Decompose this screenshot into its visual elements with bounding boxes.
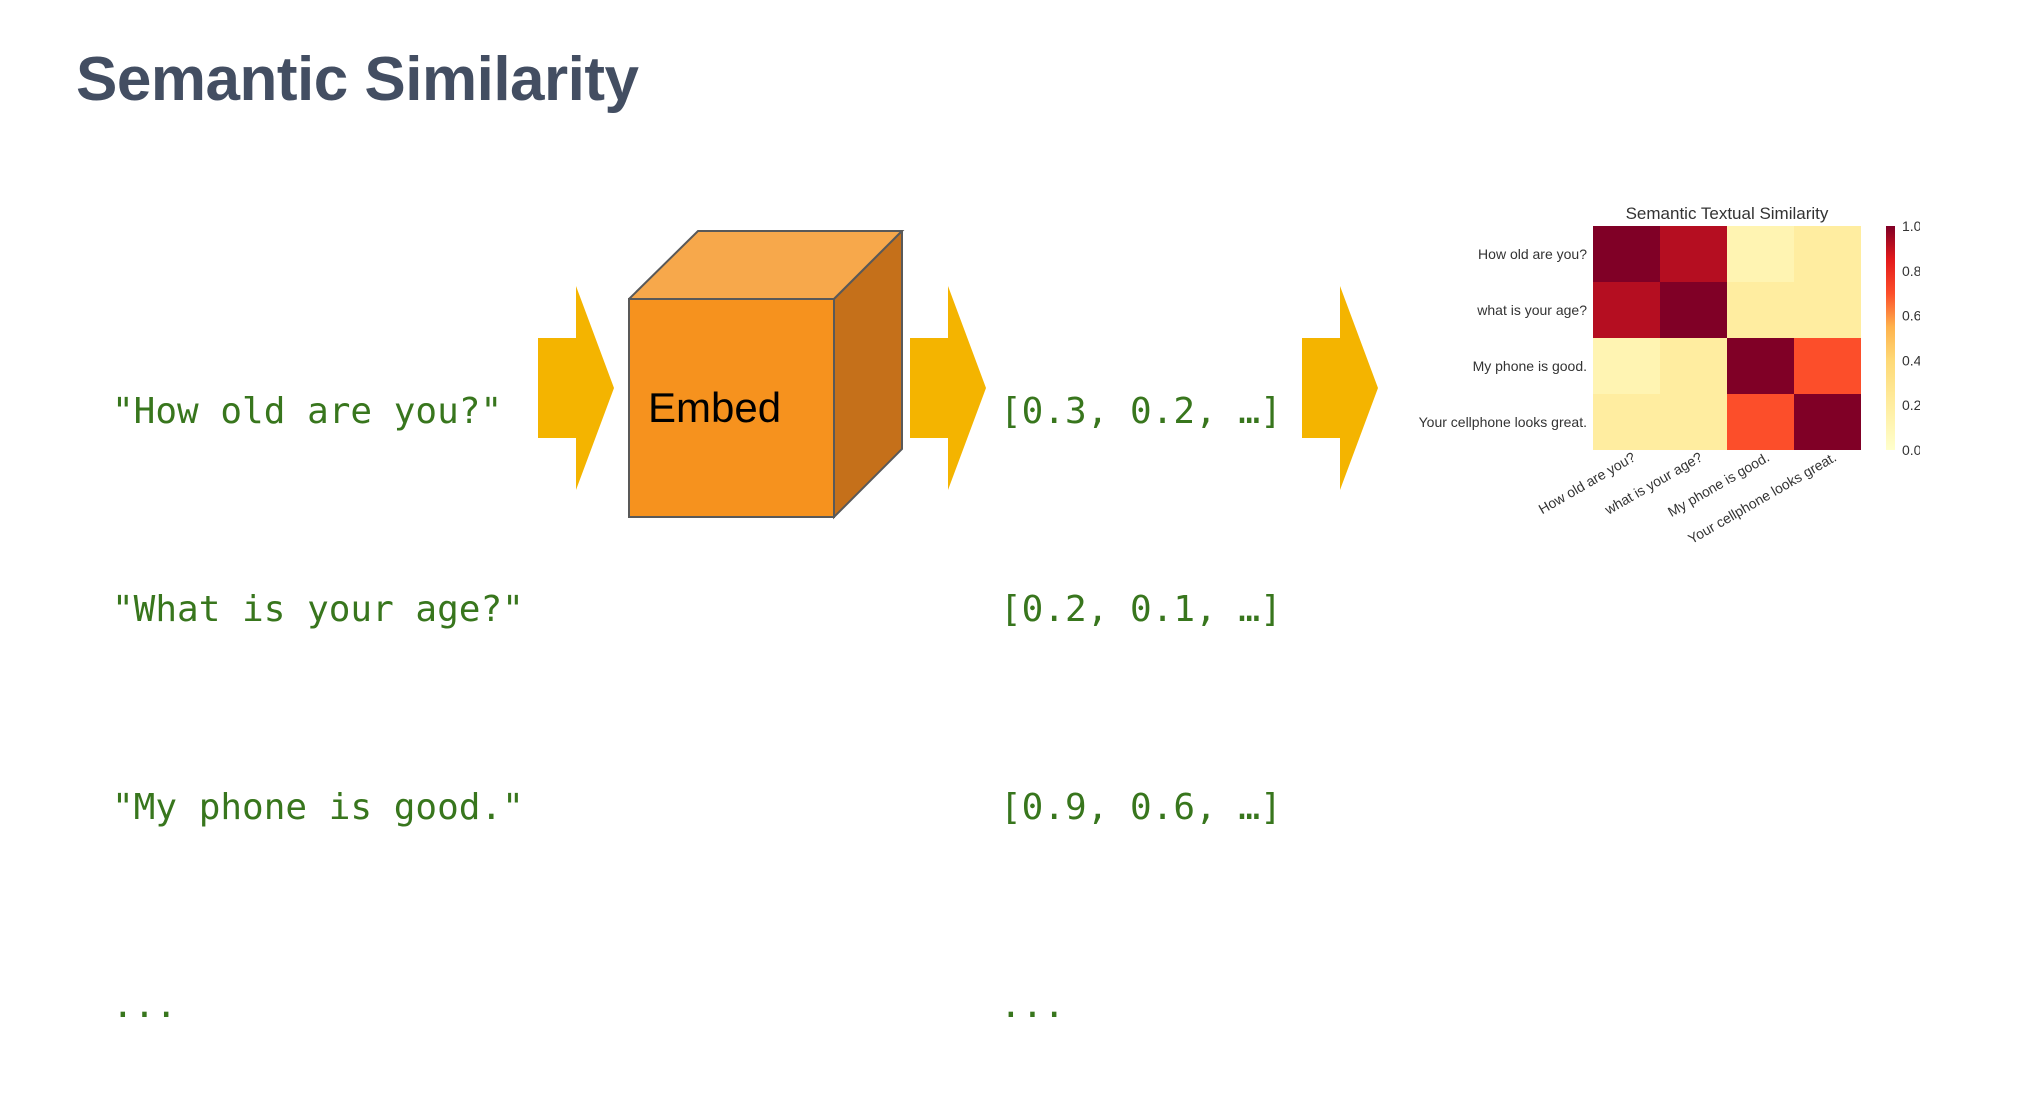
vector-1: [0.3, 0.2, …] bbox=[1000, 391, 1282, 432]
row-label: My phone is good. bbox=[1473, 358, 1587, 374]
heatmap-cell bbox=[1794, 338, 1861, 394]
heatmap-cell bbox=[1660, 226, 1727, 282]
sentence-2: "What is your age?" bbox=[112, 589, 524, 630]
sentence-3: "My phone is good." bbox=[112, 787, 524, 828]
arrow-icon bbox=[910, 286, 986, 490]
heatmap-cell bbox=[1727, 394, 1794, 450]
heatmap-cell bbox=[1727, 226, 1794, 282]
arrow-icon bbox=[538, 286, 614, 490]
row-label: what is your age? bbox=[1476, 302, 1587, 318]
heatmap-cell bbox=[1660, 282, 1727, 338]
vector-2: [0.2, 0.1, …] bbox=[1000, 589, 1282, 630]
heatmap-cell bbox=[1593, 282, 1660, 338]
row-label: How old are you? bbox=[1478, 246, 1587, 262]
colorbar-tick-label: 1.0 bbox=[1902, 218, 1920, 234]
row-label: Your cellphone looks great. bbox=[1419, 414, 1587, 430]
heatmap-cell bbox=[1660, 394, 1727, 450]
sentence-1: "How old are you?" bbox=[112, 391, 503, 432]
heatmap-cell bbox=[1794, 226, 1861, 282]
heatmap-cell bbox=[1794, 394, 1861, 450]
sentence-ellipsis: ... bbox=[112, 985, 178, 1026]
embed-cube: Embed bbox=[628, 230, 905, 520]
colorbar bbox=[1886, 226, 1895, 450]
page-title: Semantic Similarity bbox=[76, 45, 639, 114]
colorbar-tick-label: 0.8 bbox=[1902, 263, 1920, 279]
heatmap-cell bbox=[1727, 338, 1794, 394]
heatmap-cell bbox=[1727, 282, 1794, 338]
heatmap-cell bbox=[1794, 282, 1861, 338]
heatmap-cell bbox=[1593, 226, 1660, 282]
colorbar-tick-label: 0.2 bbox=[1902, 397, 1920, 413]
colorbar-tick-label: 0.6 bbox=[1902, 308, 1920, 324]
heatmap-cell bbox=[1593, 394, 1660, 450]
embedding-vectors: [0.3, 0.2, …] [0.2, 0.1, …] [0.9, 0.6, …… bbox=[1000, 247, 1282, 1105]
input-sentences: "How old are you?" "What is your age?" "… bbox=[112, 247, 524, 1105]
vector-3: [0.9, 0.6, …] bbox=[1000, 787, 1282, 828]
cube-front-face bbox=[628, 298, 835, 518]
heatmap-title: Semantic Textual Similarity bbox=[1626, 204, 1829, 223]
heatmap-cell bbox=[1660, 338, 1727, 394]
heatmap-cell bbox=[1593, 338, 1660, 394]
colorbar-tick-label: 0.4 bbox=[1902, 352, 1920, 368]
arrow-icon bbox=[1302, 286, 1378, 490]
vector-ellipsis: ... bbox=[1000, 985, 1066, 1026]
colorbar-tick-label: 0.0 bbox=[1902, 442, 1920, 458]
embed-label: Embed bbox=[648, 384, 781, 431]
